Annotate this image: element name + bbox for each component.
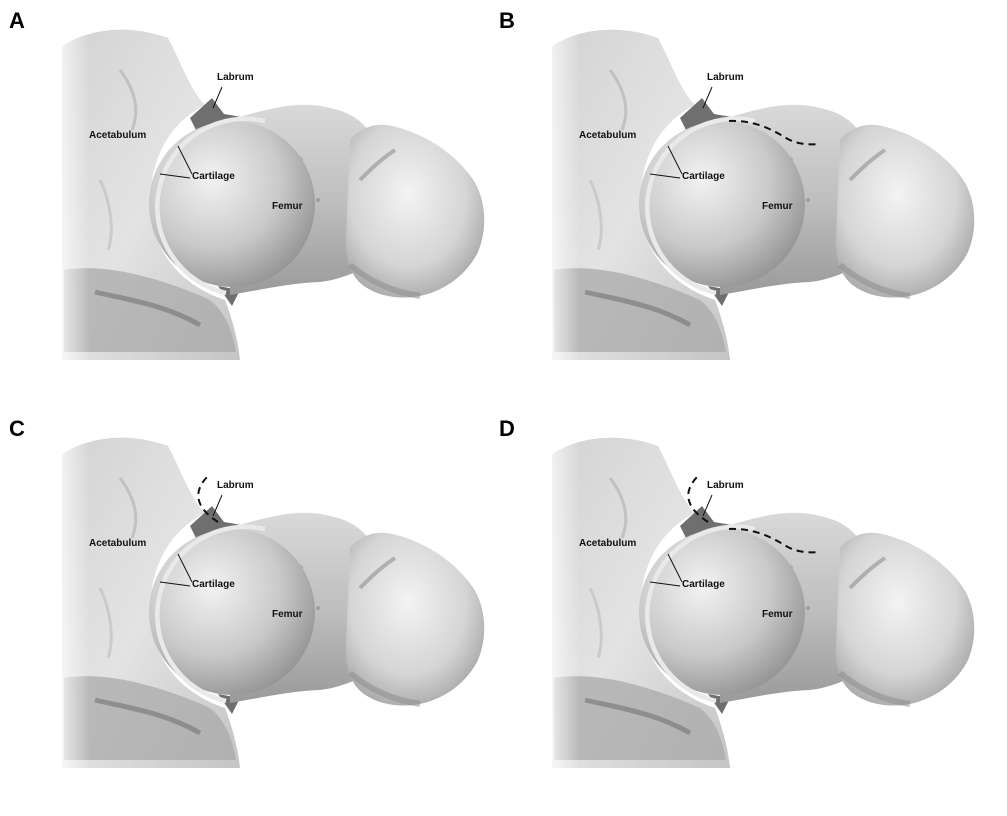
panel-letter: A	[9, 8, 25, 34]
label-femur: Femur	[762, 201, 793, 212]
hip-panel-a: A Labrum Acetabulum Cartilage Femur	[0, 0, 498, 408]
label-cartilage: Cartilage	[682, 579, 725, 590]
label-femur: Femur	[272, 201, 303, 212]
label-femur: Femur	[272, 609, 303, 620]
pelvis-fade-edge	[50, 30, 90, 370]
label-acetabulum: Acetabulum	[579, 538, 636, 549]
label-labrum: Labrum	[217, 72, 254, 83]
greater-trochanter	[836, 533, 974, 706]
greater-trochanter	[836, 125, 974, 298]
labrum-leader	[213, 495, 222, 516]
hip-panel-c: C Labrum Acetabulum Cartilage Femur	[0, 408, 498, 816]
label-cartilage: Cartilage	[192, 579, 235, 590]
hip-illustration	[490, 0, 988, 408]
greater-trochanter	[346, 125, 484, 298]
label-cartilage: Cartilage	[192, 171, 235, 182]
panel-letter: C	[9, 416, 25, 442]
labrum-leader	[703, 87, 712, 108]
labrum-leader	[213, 87, 222, 108]
label-labrum: Labrum	[217, 480, 254, 491]
pelvis-fade-edge	[540, 438, 580, 778]
hip-panel-b: B Labrum Acetabulum Cartilage Femur	[490, 0, 988, 408]
hip-panel-d: D Labrum Acetabulum Cartilage Femur	[490, 408, 988, 816]
label-acetabulum: Acetabulum	[89, 130, 146, 141]
greater-trochanter	[346, 533, 484, 706]
label-labrum: Labrum	[707, 480, 744, 491]
hip-illustration	[0, 0, 498, 408]
hip-illustration	[490, 408, 988, 816]
pelvis-fade-edge	[50, 438, 90, 778]
label-femur: Femur	[762, 609, 793, 620]
label-labrum: Labrum	[707, 72, 744, 83]
panel-letter: D	[499, 416, 515, 442]
pelvis-fade-edge	[540, 30, 580, 370]
hip-illustration	[0, 408, 498, 816]
label-acetabulum: Acetabulum	[89, 538, 146, 549]
panel-letter: B	[499, 8, 515, 34]
label-cartilage: Cartilage	[682, 171, 725, 182]
labrum-leader	[703, 495, 712, 516]
label-acetabulum: Acetabulum	[579, 130, 636, 141]
